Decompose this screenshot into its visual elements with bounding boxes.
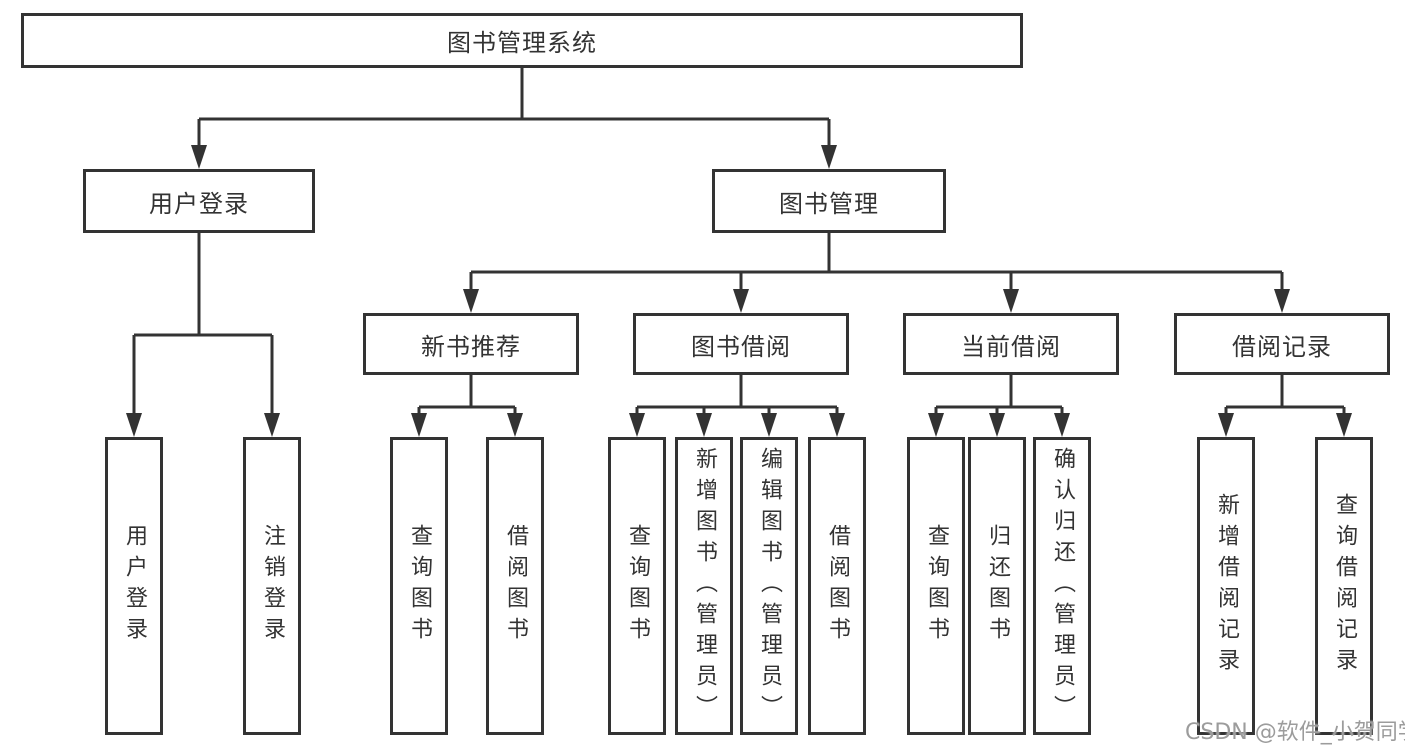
- leaf-label: 确认归还（管理员）: [1050, 446, 1075, 726]
- leaf-label: 借阅图书: [503, 524, 528, 648]
- leaf-add-borrow-record: 新增借阅记录: [1197, 437, 1255, 735]
- node-borrowing-records: 借阅记录: [1174, 313, 1390, 375]
- leaf-label: 新增图书（管理员）: [692, 446, 717, 726]
- leaf-label: 借阅图书: [825, 524, 850, 648]
- leaf-query-books-borrow: 查询图书: [608, 437, 666, 735]
- leaf-label: 查询借阅记录: [1332, 493, 1357, 679]
- leaf-label: 用户登录: [122, 524, 147, 648]
- leaf-return-books: 归还图书: [968, 437, 1026, 735]
- leaf-query-books-current: 查询图书: [907, 437, 965, 735]
- node-user-login: 用户登录: [83, 169, 315, 233]
- node-label: 图书借阅: [691, 332, 791, 361]
- node-label: 用户登录: [149, 189, 249, 218]
- arrowheads: [126, 145, 1352, 437]
- leaf-query-books-recommend: 查询图书: [390, 437, 448, 735]
- node-label: 新书推荐: [421, 332, 521, 361]
- leaf-label: 新增借阅记录: [1214, 493, 1239, 679]
- node-label: 借阅记录: [1232, 332, 1332, 361]
- leaf-query-borrow-record: 查询借阅记录: [1315, 437, 1373, 735]
- leaf-borrow-books: 借阅图书: [808, 437, 866, 735]
- node-book-management: 图书管理: [712, 169, 946, 233]
- leaf-edit-books-admin: 编辑图书（管理员）: [740, 437, 798, 735]
- leaf-label: 归还图书: [985, 524, 1010, 648]
- leaf-label: 注销登录: [260, 524, 285, 648]
- leaf-label: 查询图书: [924, 524, 949, 648]
- leaf-confirm-return-admin: 确认归还（管理员）: [1033, 437, 1091, 735]
- leaf-borrow-books-recommend: 借阅图书: [486, 437, 544, 735]
- leaf-label: 查询图书: [407, 524, 432, 648]
- leaf-add-books-admin: 新增图书（管理员）: [675, 437, 733, 735]
- leaf-user-login: 用户登录: [105, 437, 163, 735]
- leaf-label: 编辑图书（管理员）: [757, 446, 782, 726]
- node-label: 图书管理: [779, 189, 879, 218]
- node-current-borrowing: 当前借阅: [903, 313, 1119, 375]
- node-book-borrowing: 图书借阅: [633, 313, 849, 375]
- csdn-watermark: CSDN @软件_小贺同学: [1185, 720, 1405, 745]
- node-new-book-recommend: 新书推荐: [363, 313, 579, 375]
- node-root-system: 图书管理系统: [21, 13, 1023, 68]
- node-label: 当前借阅: [961, 332, 1061, 361]
- leaf-logout: 注销登录: [243, 437, 301, 735]
- node-label: 图书管理系统: [447, 29, 597, 57]
- leaf-label: 查询图书: [625, 524, 650, 648]
